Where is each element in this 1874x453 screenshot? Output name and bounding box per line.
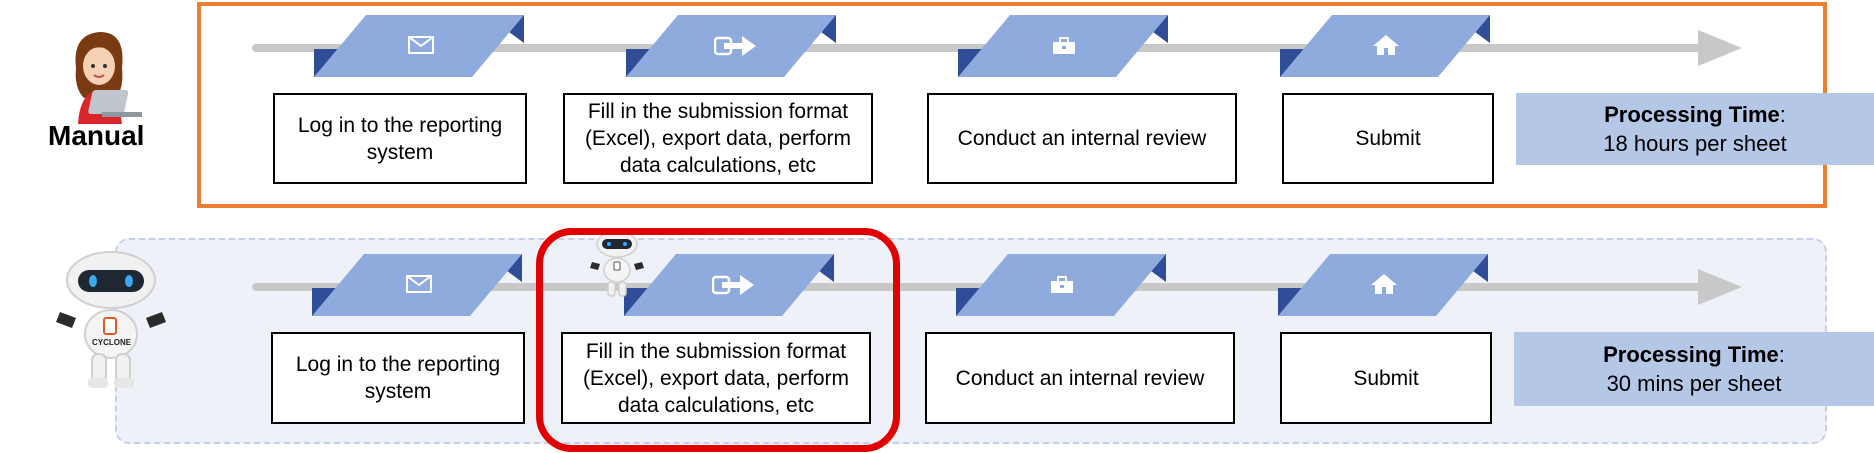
step-label: Fill in the submission format (Excel), e… <box>584 100 852 177</box>
robot-step-1-box: Log in to the reporting system <box>271 332 525 424</box>
step-label: Submit <box>1355 127 1421 150</box>
manual-step-4-box: Submit <box>1282 93 1494 184</box>
small-robot-icon <box>588 230 646 306</box>
export-icon <box>712 274 756 296</box>
export-icon <box>714 35 758 57</box>
processing-time-value: 30 mins per sheet <box>1606 371 1782 396</box>
robot-mascot: CYCLONE <box>48 250 174 400</box>
briefcase-icon <box>1050 276 1074 294</box>
home-icon <box>1372 34 1400 56</box>
envelope-icon <box>408 36 434 54</box>
manual-step-1-banner <box>314 15 524 77</box>
step-label: Submit <box>1353 366 1419 390</box>
automated-step-highlight <box>536 228 900 452</box>
robot-step-3-box: Conduct an internal review <box>925 332 1235 424</box>
processing-time-value: 18 hours per sheet <box>1603 131 1787 156</box>
manual-processing-time-panel: Processing Time: 18 hours per sheet <box>1516 93 1874 165</box>
step-label: Conduct an internal review <box>957 127 1207 150</box>
robot-badge-text: CYCLONE <box>92 338 132 347</box>
step-label: Fill in the submission format (Excel), e… <box>582 339 850 417</box>
robot-step-2-box: Fill in the submission format (Excel), e… <box>561 332 871 424</box>
robot-step-4-banner <box>1278 254 1488 316</box>
robot-step-3-banner <box>956 254 1166 316</box>
manual-lane-label: Manual <box>48 120 145 151</box>
robot-step-4-box: Submit <box>1280 332 1492 424</box>
manual-step-2-banner <box>626 15 836 77</box>
processing-time-colon: : <box>1779 102 1786 127</box>
step-label: Conduct an internal review <box>955 366 1205 390</box>
manual-flow-arrow-head <box>1698 30 1742 66</box>
manual-flow-line <box>252 44 1702 52</box>
robot-step-1-banner <box>312 254 522 316</box>
processing-time-colon: : <box>1778 342 1785 367</box>
robot-processing-time-panel: Processing Time: 30 mins per sheet <box>1514 332 1874 406</box>
envelope-icon <box>406 275 432 293</box>
step-label: Log in to the reporting system <box>297 113 503 164</box>
manual-step-2-box: Fill in the submission format (Excel), e… <box>563 93 873 184</box>
robot-step-2-banner <box>624 254 834 316</box>
step-label: Log in to the reporting system <box>295 353 501 403</box>
manual-person-avatar <box>60 28 146 124</box>
manual-step-3-box: Conduct an internal review <box>927 93 1237 184</box>
briefcase-icon <box>1052 37 1076 55</box>
processing-time-label: Processing Time <box>1604 102 1780 127</box>
manual-step-1-box: Log in to the reporting system <box>273 93 527 184</box>
manual-step-4-banner <box>1280 15 1490 77</box>
robot-flow-arrow-head <box>1698 269 1742 305</box>
robot-flow-line <box>252 283 1702 291</box>
processing-time-label: Processing Time <box>1603 342 1779 367</box>
home-icon <box>1370 273 1398 295</box>
manual-step-3-banner <box>958 15 1168 77</box>
